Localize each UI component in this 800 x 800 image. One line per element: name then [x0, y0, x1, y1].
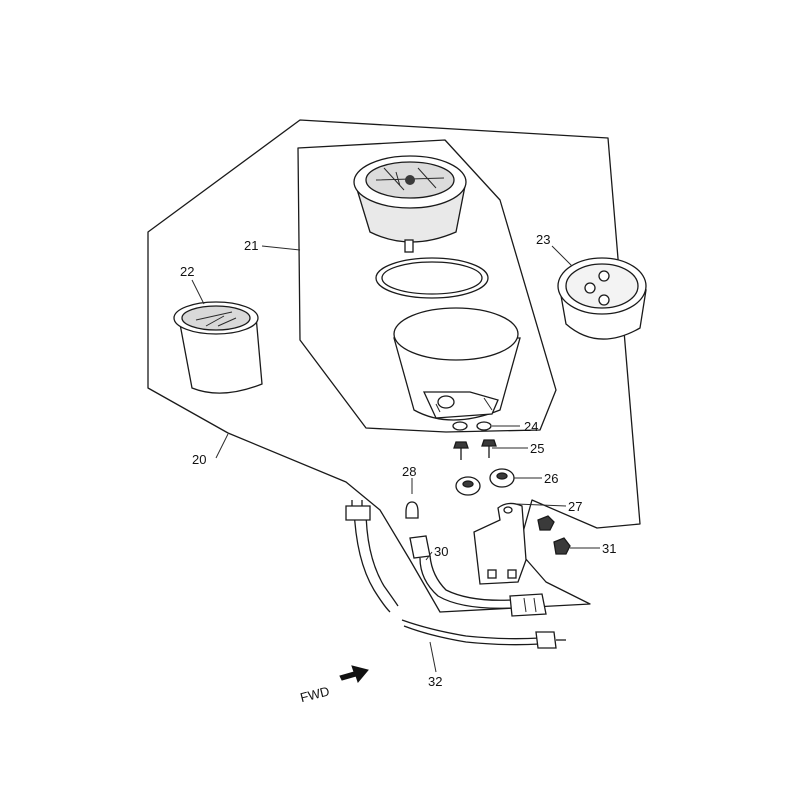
label-20: 20	[192, 452, 206, 467]
tachometer	[173, 301, 263, 394]
nuts	[537, 515, 571, 555]
forward-arrow-icon	[339, 665, 369, 684]
speedometer-cable	[401, 619, 566, 649]
label-25: 25	[530, 441, 544, 456]
label-32: 32	[428, 674, 442, 689]
leader-lines	[191, 245, 600, 673]
indicator-housing	[557, 257, 647, 340]
fwd-label: FWD	[299, 683, 331, 705]
bulb	[405, 501, 419, 519]
wire-harness	[409, 535, 547, 617]
label-31: 31	[602, 541, 616, 556]
label-28: 28	[402, 464, 416, 479]
label-27: 27	[568, 499, 582, 514]
assembly-outline-21	[297, 139, 557, 433]
label-23: 23	[536, 232, 550, 247]
callout-labels: 20 21 22 23 24 25 26 28 27 31 30 32	[180, 232, 616, 689]
grommets	[455, 468, 515, 496]
label-21: 21	[244, 238, 258, 253]
screws	[453, 439, 497, 460]
gasket-ring	[375, 257, 489, 299]
label-30: 30	[434, 544, 448, 559]
washers	[452, 421, 492, 431]
meter-case	[393, 307, 521, 421]
label-26: 26	[544, 471, 558, 486]
label-22: 22	[180, 264, 194, 279]
forward-indicator: FWD	[299, 665, 369, 705]
bracket	[473, 502, 527, 585]
meter-head	[353, 155, 467, 253]
meter-cable-left	[345, 500, 399, 613]
label-24: 24	[524, 419, 538, 434]
